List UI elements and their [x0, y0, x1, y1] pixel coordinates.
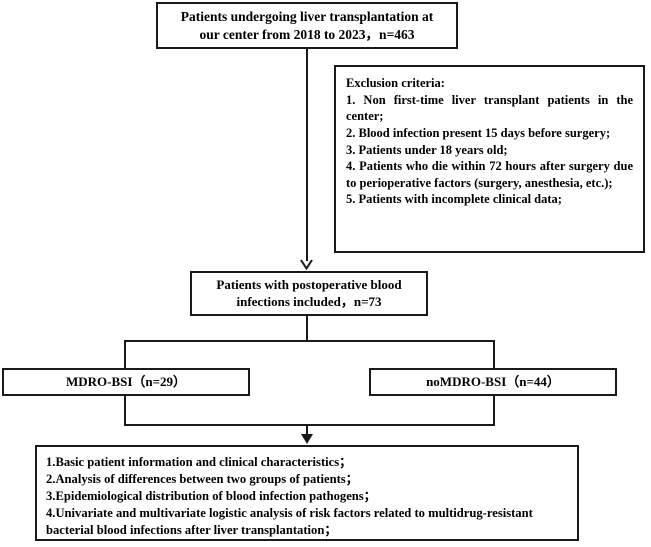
exclusion-criteria-box: Exclusion criteria: 1. Non first-time li…: [334, 65, 645, 253]
mdro-bsi-label: MDRO-BSI（n=29）: [65, 373, 187, 389]
connector-included-down: [306, 316, 308, 342]
enrollment-line-2: our center from 2018 to 2023，n=463: [199, 26, 415, 42]
outcome-item-4: 4.Univariate and multivariate logistic a…: [46, 505, 533, 537]
mdro-bsi-group-box: MDRO-BSI（n=29）: [2, 368, 250, 396]
exclusion-heading: Exclusion criteria:: [346, 76, 445, 90]
enrollment-box: Patients undergoing liver transplantatio…: [156, 2, 458, 49]
connector-nomdro-down: [493, 396, 495, 426]
connector-enrollment-to-included: [306, 49, 308, 261]
arrowhead-into-outcomes-icon: [301, 434, 313, 444]
connector-split-horizontal: [124, 340, 495, 342]
enrollment-line-1: Patients undergoing liver transplantatio…: [180, 9, 434, 25]
nomdro-bsi-group-box: noMDRO-BSI（n=44）: [369, 368, 617, 396]
connector-mdro-down: [124, 396, 126, 426]
included-line-2: infections included，n=73: [236, 293, 382, 309]
exclusion-item-4: 4. Patients who die within 72 hours afte…: [346, 159, 633, 190]
exclusion-item-2: 2. Blood infection present 15 days befor…: [346, 125, 611, 140]
connector-to-nomdro-group: [493, 340, 495, 369]
analysis-outcomes-box: 1.Basic patient information and clinical…: [35, 445, 579, 541]
connector-merge-horizontal: [124, 424, 495, 426]
exclusion-item-3: 3. Patients under 18 years old;: [346, 142, 508, 157]
included-line-1: Patients with postoperative blood: [216, 276, 402, 292]
outcome-item-3: 3.Epidemiological distribution of blood …: [46, 488, 377, 503]
connector-merge-to-outcomes: [306, 424, 308, 441]
arrowhead-into-included-icon: [300, 259, 313, 270]
connector-to-mdro-group: [124, 340, 126, 369]
included-box: Patients with postoperative blood infect…: [190, 271, 428, 316]
nomdro-bsi-label: noMDRO-BSI（n=44）: [426, 373, 560, 389]
exclusion-item-5: 5. Patients with incomplete clinical dat…: [346, 192, 562, 207]
outcome-item-1: 1.Basic patient information and clinical…: [46, 455, 352, 469]
exclusion-item-1: 1. Non first-time liver transplant patie…: [346, 92, 633, 124]
outcome-item-2: 2.Analysis of differences between two gr…: [46, 471, 359, 486]
